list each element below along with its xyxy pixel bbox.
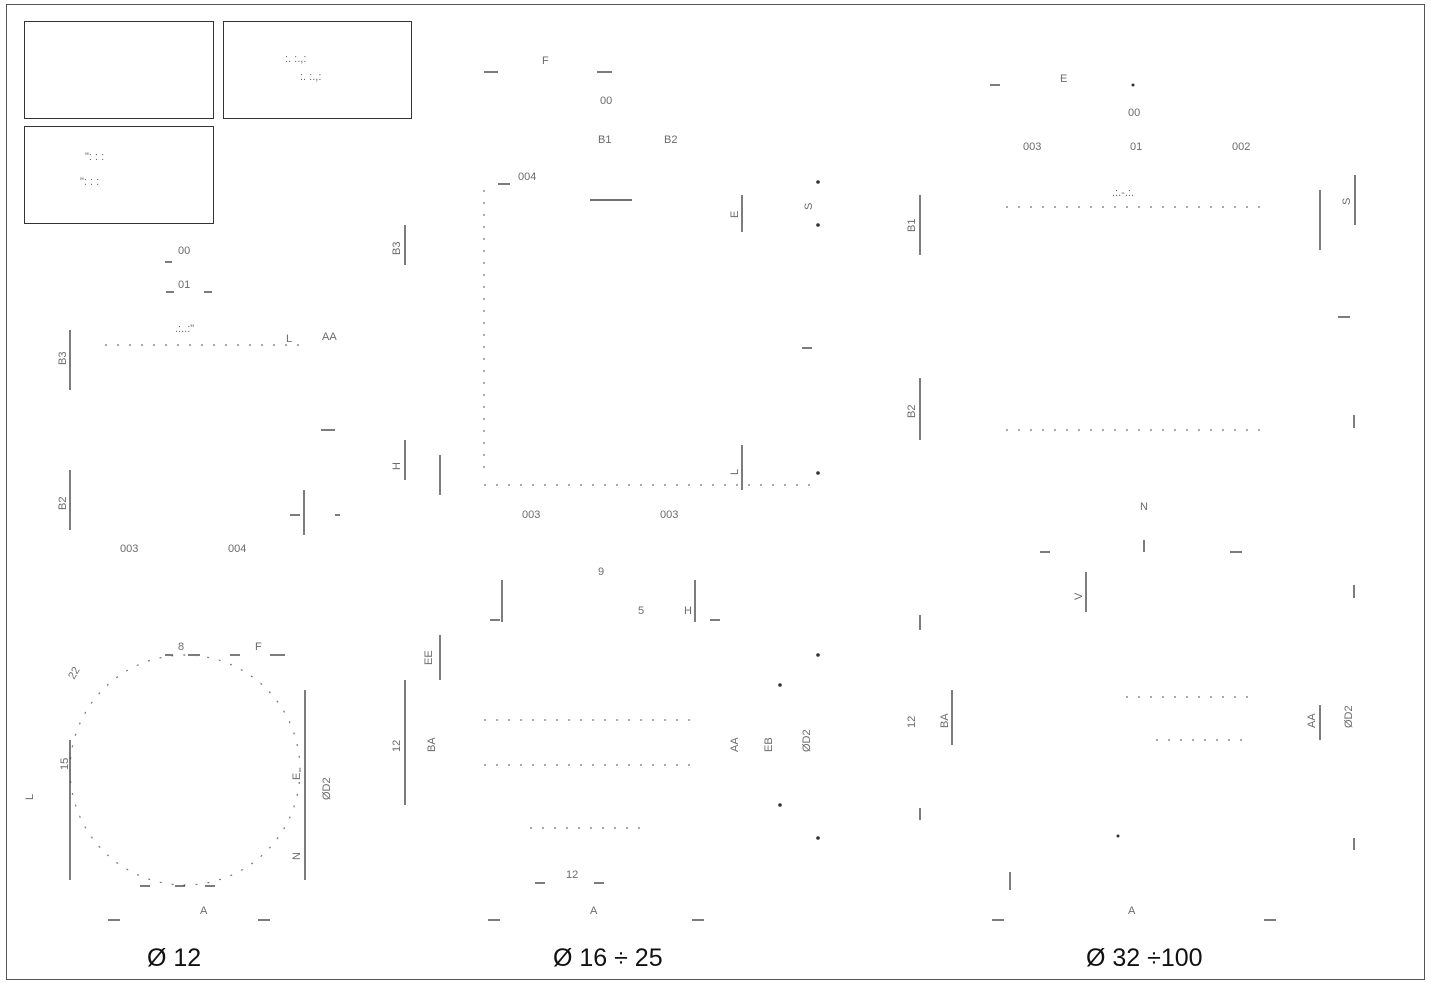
label-f-mid: F (542, 55, 549, 67)
label-00-mid: 00 (600, 95, 612, 107)
label-d-right: ØD2 (1343, 705, 1355, 728)
label-002-right: 002 (1232, 141, 1250, 153)
label-003-right: 003 (1023, 141, 1041, 153)
label-b1-mid: B1 (598, 134, 611, 146)
label-12-right: 12 (906, 716, 918, 728)
label-n-right: N (1140, 501, 1148, 513)
label-l-left: L (24, 794, 36, 800)
label-b2-right: B2 (906, 405, 918, 418)
caption-d12: Ø 12 (147, 944, 202, 972)
label-dots-right: .:.-.:. (1112, 187, 1134, 199)
label-00-right: 00 (1128, 107, 1140, 119)
label-b2-mid: B2 (664, 134, 677, 146)
label-003-mid: 003 (522, 509, 540, 521)
label-e-mid: E (729, 211, 741, 218)
label-b2: B2 (57, 497, 69, 510)
label-h2-mid: H (684, 605, 692, 617)
label-b3: B3 (57, 352, 69, 365)
label-15: 15 (59, 758, 71, 770)
label-003: 003 (120, 543, 138, 555)
label-v-right: V (1073, 592, 1085, 600)
label-004-mid: 004 (518, 171, 536, 183)
label-eb-mid: EB (763, 737, 775, 752)
label-003b-mid: 003 (660, 509, 678, 521)
thumb3-text: ": : : (85, 151, 104, 163)
label-d-side: ØD2 (321, 777, 333, 800)
label-5-mid: 5 (638, 605, 644, 617)
label-12b-mid: 12 (566, 869, 578, 881)
label-22: 22 (66, 665, 83, 682)
label-a-mid: A (590, 905, 598, 917)
sheet-border (6, 4, 1425, 980)
label-aa-mid: AA (729, 737, 741, 752)
label-e-right: E (1060, 73, 1067, 85)
thumbnail-marks: :. :.,: :. :.,: ": : : ": : : (80, 53, 321, 188)
thumbnail-view-3 (24, 126, 214, 224)
label-b1-right: B1 (906, 219, 918, 232)
label-a-right: A (1128, 905, 1136, 917)
caption-d16-25: Ø 16 ÷ 25 (553, 944, 663, 972)
thumbnail-view-2 (223, 21, 412, 119)
label-l-mid: L (729, 469, 741, 475)
view-d32-100: E 00 003 01 002 .:.-.:. B1 S B2 N V (906, 73, 1356, 921)
label-e-side: E (291, 773, 303, 780)
label-f: F (255, 641, 262, 653)
label-b3-mid: B3 (391, 242, 403, 255)
label-004: 004 (228, 543, 246, 555)
label-9-mid: 9 (598, 566, 604, 578)
thumbnail-view-1 (24, 21, 214, 119)
caption-d32-100: Ø 32 ÷100 (1086, 944, 1203, 972)
label-d-mid: ØD2 (801, 729, 813, 752)
label-ee-mid: EE (423, 650, 435, 665)
label-01: 01 (178, 279, 190, 291)
label-8: 8 (178, 641, 184, 653)
label-aa-right: AA (1306, 713, 1318, 728)
label-aa-1: AA (322, 331, 337, 343)
thumb2-text-b: :. :.,: (300, 71, 321, 83)
label-ba-mid: BA (426, 737, 438, 752)
label-ba-right: BA (939, 713, 951, 728)
label-n-side: N (291, 852, 303, 860)
label-s-mid: S (803, 203, 815, 210)
label-12-mid: 12 (391, 740, 403, 752)
label-00: 00 (178, 245, 190, 257)
label-01-right: 01 (1130, 141, 1142, 153)
label-s-right: S (1341, 198, 1353, 205)
label-h-mid: H (391, 462, 403, 470)
label-l: L (286, 333, 292, 345)
view-d12: 00 01 .:..:" L AA B3 B2 003 004 8 F (24, 245, 340, 921)
label-dots: .:..:" (175, 323, 194, 335)
thumb2-text: :. :.,: (285, 53, 306, 65)
view-d16-25: F 00 B1 B2 004 B3 E S H L 003 003 (391, 55, 820, 921)
label-a-left: A (200, 905, 208, 917)
thumb3-text-b: ": : : (80, 176, 99, 188)
